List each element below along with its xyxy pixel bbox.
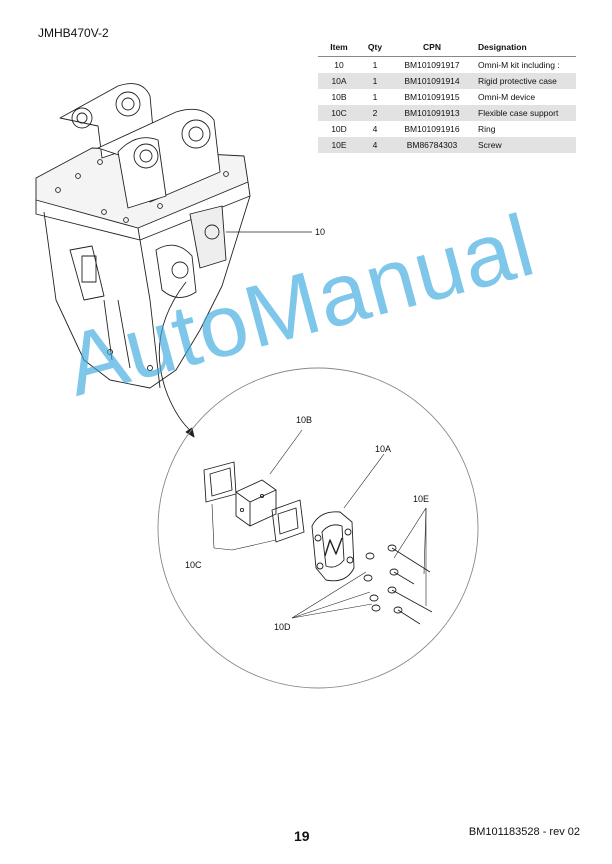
cell-qty: 1: [372, 60, 378, 70]
cell-qty: 4: [372, 124, 378, 134]
mounting-bracket: [59, 83, 221, 209]
table-row: 10A 1 BM101091914 Rigid protective case: [318, 73, 576, 89]
cell-cpn: BM101091914: [390, 73, 474, 89]
cell-item: 10B: [331, 92, 347, 102]
screws: [387, 544, 433, 625]
flexible-support-rear: [271, 499, 305, 543]
cell-item: 10E: [318, 137, 360, 153]
document-reference: BM101183528 - rev 02: [468, 826, 580, 838]
callout-leaders: [211, 429, 427, 619]
table-row: 10 1 BM101091917 Omni-M kit including :: [318, 57, 576, 74]
callout-10e: 10E: [413, 494, 430, 504]
cell-item: 10D: [331, 124, 347, 134]
detail-circle: [157, 367, 479, 689]
cell-cpn: BM101091917: [404, 60, 460, 70]
cell-designation: Ring: [478, 124, 496, 134]
header-designation: Designation: [474, 40, 576, 57]
cell-cpn: BM101091913: [390, 105, 474, 121]
breaker-body: [43, 195, 251, 389]
cell-cpn: BM101091915: [404, 92, 460, 102]
callout-10d: 10D: [274, 622, 291, 632]
parts-table: Item Qty CPN Designation 10 1 BM10109191…: [318, 40, 576, 153]
table-row: 10B 1 BM101091915 Omni-M device: [318, 89, 576, 105]
cell-qty: 1: [360, 73, 390, 89]
page-number: 19: [294, 828, 310, 844]
cell-item: 10: [334, 60, 344, 70]
table-row: 10D 4 BM101091916 Ring: [318, 121, 576, 137]
model-code: JMHB470V-2: [38, 26, 109, 40]
flexible-support-front: [203, 461, 237, 503]
cell-designation: Screw: [474, 137, 576, 153]
cell-item: 10A: [318, 73, 360, 89]
parts-table-header: Item Qty CPN Designation: [318, 40, 576, 57]
cell-qty: 1: [372, 92, 378, 102]
callout-10: 10: [315, 227, 326, 237]
cell-qty: 2: [360, 105, 390, 121]
cell-designation: Flexible case support: [474, 105, 576, 121]
callout-10b: 10B: [296, 415, 313, 425]
table-row: 10C 2 BM101091913 Flexible case support: [318, 105, 576, 121]
rigid-protective-case: [311, 511, 355, 582]
cell-designation: Omni-M device: [478, 92, 536, 102]
rings: [363, 552, 381, 612]
cell-qty: 4: [360, 137, 390, 153]
table-row: 10E 4 BM86784303 Screw: [318, 137, 576, 153]
cell-cpn: BM101091916: [404, 124, 460, 134]
cell-designation: Rigid protective case: [474, 73, 576, 89]
cell-designation: Omni-M kit including :: [478, 60, 560, 70]
callout-10a: 10A: [375, 444, 392, 454]
header-cpn: CPN: [390, 40, 474, 57]
omni-m-device: [235, 479, 277, 527]
header-item: Item: [318, 40, 360, 57]
callout-10c: 10C: [185, 560, 202, 570]
cell-cpn: BM86784303: [390, 137, 474, 153]
header-qty: Qty: [360, 40, 390, 57]
detail-arrow: [158, 281, 193, 433]
cell-item: 10C: [318, 105, 360, 121]
